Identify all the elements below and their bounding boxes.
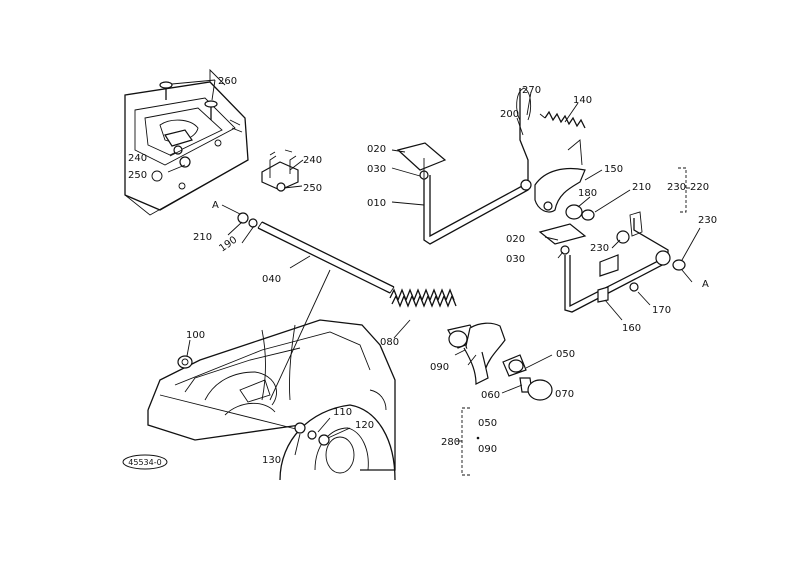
label-110: 110 <box>333 407 352 418</box>
label-120: 120 <box>355 420 374 431</box>
cap-070 <box>527 379 553 401</box>
label-210-left: 210 <box>193 232 212 243</box>
fork-shaft-050 <box>502 354 527 377</box>
plate-020-lower <box>538 223 587 255</box>
figure-code-text: 45534-0 <box>128 458 161 467</box>
label-260: 260 <box>218 76 237 87</box>
label-250-right: 250 <box>303 183 322 194</box>
label-190: 190 <box>217 234 239 254</box>
clamp-240-left <box>164 129 193 168</box>
spring-140 <box>539 110 586 129</box>
figure-code-badge: 45534-0 <box>122 454 168 470</box>
bolt-130 <box>294 422 306 434</box>
washer-210 <box>237 212 249 224</box>
label-150: 150 <box>604 164 623 175</box>
label-170: 170 <box>652 305 671 316</box>
nut-120 <box>318 434 330 446</box>
label-240-right: 240 <box>303 155 322 166</box>
label-020-lower: 020 <box>506 234 525 245</box>
label-220: 220 <box>690 182 709 193</box>
label-240-left: 240 <box>128 153 147 164</box>
bolt-170 <box>629 282 639 292</box>
bushing-230-b <box>655 250 671 266</box>
label-210-right: 210 <box>632 182 651 193</box>
label-280-050: 050 <box>478 418 497 429</box>
label-230-mid: 230 <box>590 243 609 254</box>
washer-210-right <box>581 209 595 221</box>
label-040: 040 <box>262 274 281 285</box>
label-160: 160 <box>622 323 641 334</box>
label-250-left: 250 <box>128 170 147 181</box>
label-070: 070 <box>555 389 574 400</box>
label-270: 270 <box>522 85 541 96</box>
label-280: 280 <box>441 437 460 448</box>
label-130: 130 <box>262 455 281 466</box>
ring-190 <box>248 218 258 228</box>
label-230-right: 230 <box>698 215 717 226</box>
lever-010 <box>423 87 532 245</box>
label-A-right: A <box>702 279 709 290</box>
label-140: 140 <box>573 95 592 106</box>
bolt-260-right <box>204 100 218 120</box>
shift-fork-090 <box>447 322 506 385</box>
bushing-100 <box>177 355 193 369</box>
spring-080 <box>389 288 457 308</box>
plate-020-upper <box>396 142 447 180</box>
plate-150 <box>534 139 586 213</box>
bolt-260-left <box>159 81 173 100</box>
label-100: 100 <box>186 330 205 341</box>
label-030-lower: 030 <box>506 254 525 265</box>
shift-rod-040 <box>257 221 395 294</box>
top-cover-plate <box>124 68 249 216</box>
tractor-body <box>147 319 396 471</box>
label-030-upper: 030 <box>367 164 386 175</box>
bracket-240-right <box>261 155 299 192</box>
label-020-upper: 020 <box>367 144 386 155</box>
label-060: 060 <box>481 390 500 401</box>
label-180: 180 <box>578 188 597 199</box>
label-200: 200 <box>500 109 519 120</box>
label-050: 050 <box>556 349 575 360</box>
washer-110 <box>307 430 317 440</box>
bushing-230-c <box>672 259 686 271</box>
lever-160 <box>564 211 669 313</box>
label-230-top: 230 <box>667 182 686 193</box>
label-090: 090 <box>430 362 449 373</box>
label-010: 010 <box>367 198 386 209</box>
label-A-left: A <box>212 200 219 211</box>
rear-wheel <box>279 389 396 481</box>
label-280-090: 090 <box>478 444 497 455</box>
bushing-180 <box>565 204 583 220</box>
label-080: 080 <box>380 337 399 348</box>
